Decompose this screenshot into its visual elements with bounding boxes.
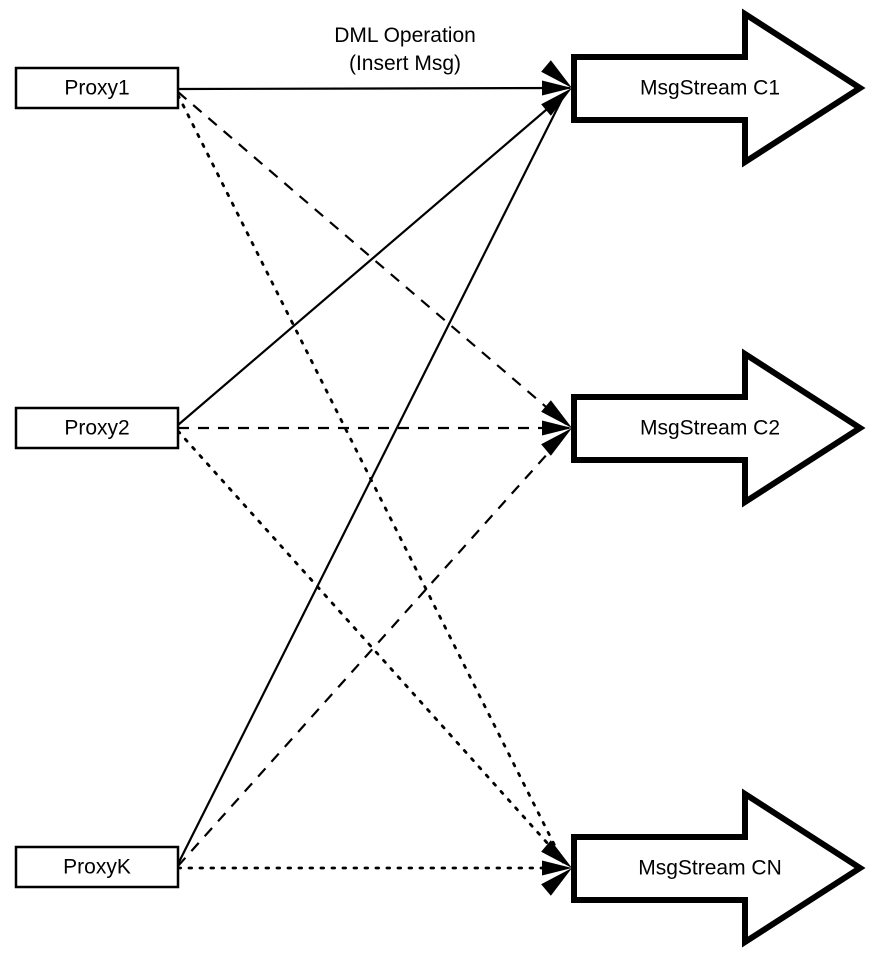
link-proxyK-to-c1 [177,94,565,865]
arrowhead-head-c1 [541,60,572,116]
msgstream-arrow-shape-stream_c1 [571,8,866,168]
link-proxy2-to-c1 [177,91,568,426]
msgstream-node-stream_c2[interactable]: MsgStream C2 [571,348,866,508]
arrowhead-tip-head-c2-1 [542,420,572,436]
arrowhead-head-c2 [541,400,572,456]
msgstream-nodes-layer: MsgStream C1 MsgStream C2 MsgStream CN [571,8,866,948]
arrowhead-head-cn [541,840,572,896]
arrowhead-tip-head-c2-2 [541,428,572,456]
arrowhead-tip-head-cn-0 [541,840,572,868]
proxy-node-proxy2[interactable]: Proxy2 [14,406,180,450]
msgstream-label-stream_cn: MsgStream CN [638,857,782,880]
link-proxy2-to-cn [176,429,568,866]
dml-operation-label-line1: DML Operation [334,24,476,47]
arrowhead-tip-head-c1-1 [542,80,572,96]
link-proxy1-to-c1 [177,86,571,91]
link-proxy1-to-c2 [177,91,567,425]
proxy-box-proxy1 [14,66,180,110]
msgstream-node-stream_c1[interactable]: MsgStream C1 [571,8,866,168]
arrowhead-tip-head-c1-2 [541,88,572,116]
link-proxyK-to-c2 [177,431,568,867]
arrowhead-tip-head-c2-0 [541,400,572,428]
arrowhead-tip-head-c1-0 [541,60,572,88]
dml-operation-label-line2: (Insert Msg) [349,52,461,75]
arrowhead-tip-head-cn-1 [542,860,572,876]
arrowhead-tip-head-cn-2 [541,868,572,896]
links-layer [176,86,572,870]
proxy-box-proxyK [14,845,180,889]
msgstream-arrow-shape-stream_c2 [571,348,866,508]
arrowheads-layer [541,60,572,896]
proxy-node-proxy1[interactable]: Proxy1 [14,66,180,110]
msgstream-node-stream_cn[interactable]: MsgStream CN [571,788,866,948]
proxy-label-proxy1: Proxy1 [64,77,129,100]
dml-operation-label: DML Operation (Insert Msg) [334,24,476,75]
proxy-node-proxyK[interactable]: ProxyK [14,845,180,889]
msgstream-label-stream_c1: MsgStream C1 [640,77,780,100]
proxy-label-proxyK: ProxyK [63,856,131,879]
msgstream-label-stream_c2: MsgStream C2 [640,417,780,440]
msgstream-arrow-shape-stream_cn [571,788,866,948]
proxy-label-proxy2: Proxy2 [64,417,129,440]
proxy-box-proxy2 [14,406,180,450]
